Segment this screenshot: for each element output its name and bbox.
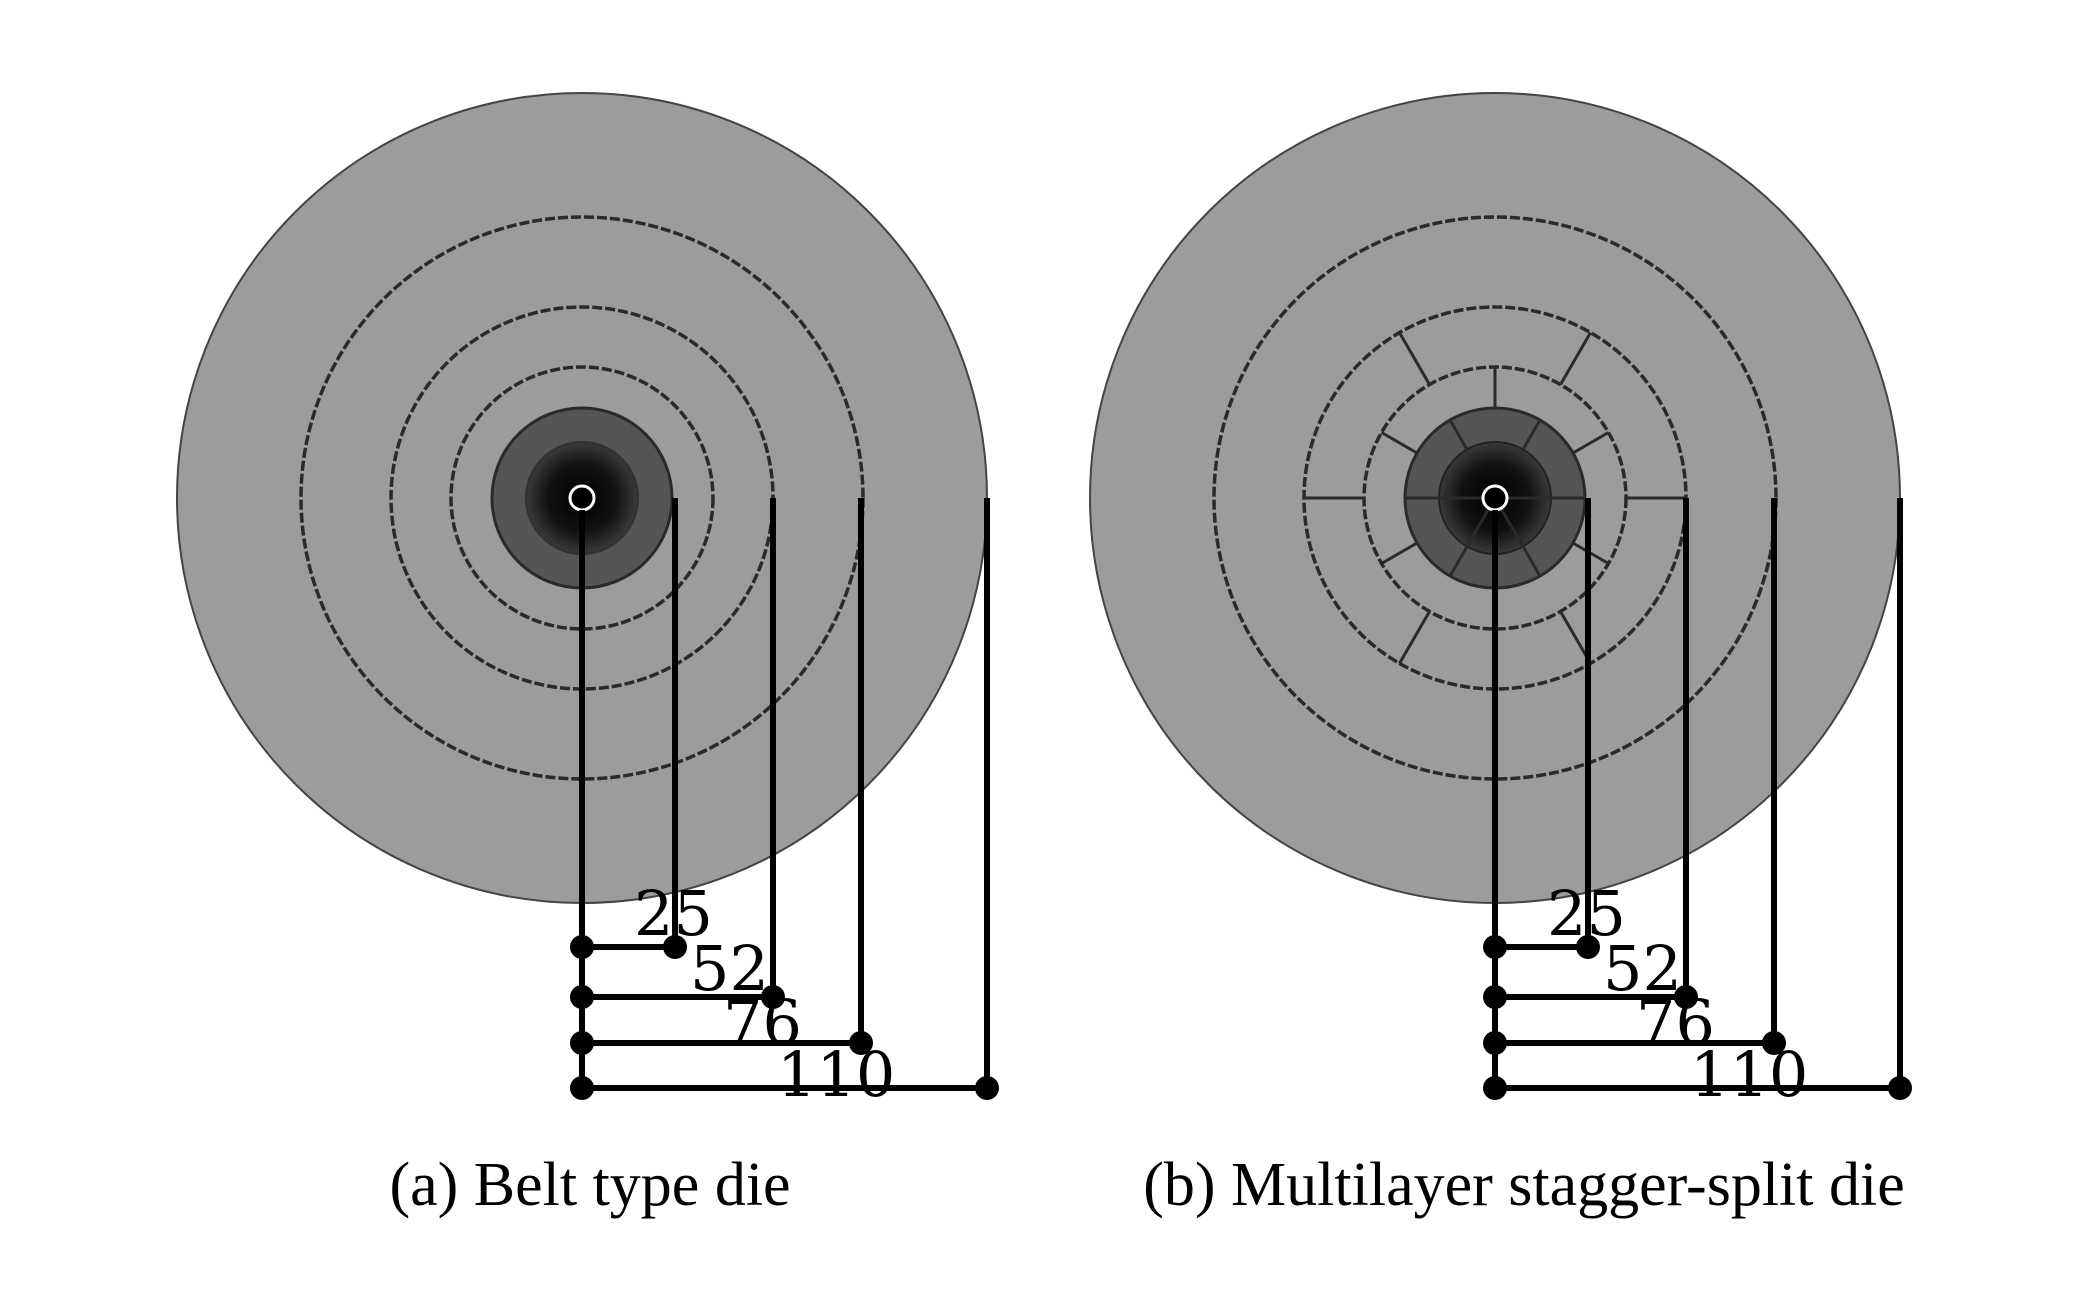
dimension-label: 110 xyxy=(1690,1038,1808,1111)
split-spoke xyxy=(1380,541,1418,565)
split-spoke xyxy=(1521,545,1542,577)
dimension-endpoint xyxy=(849,1031,873,1055)
split-spoke xyxy=(1380,431,1418,455)
split-spoke xyxy=(1499,507,1525,548)
dimension-label: 52 xyxy=(1603,932,1682,1005)
dimension-endpoint xyxy=(570,985,594,1009)
dimension-label: 25 xyxy=(634,877,713,950)
dimension-endpoint xyxy=(663,935,687,959)
dimension-endpoint xyxy=(1888,1076,1912,1100)
dimension-label: 110 xyxy=(777,1038,895,1111)
panel-caption: (b) Multilayer stagger-split die xyxy=(1143,1151,1905,1219)
dimension-endpoint xyxy=(761,985,785,1009)
die-ring xyxy=(449,365,715,631)
dimension-endpoint xyxy=(1483,935,1507,959)
dimension-endpoint xyxy=(1483,1031,1507,1055)
dimension-label: 25 xyxy=(1547,877,1626,950)
split-spoke xyxy=(1398,610,1431,665)
dimension-endpoint xyxy=(1483,1076,1507,1100)
split-spoke xyxy=(1465,507,1491,548)
panel-caption: (a) Belt type die xyxy=(389,1151,790,1219)
split-spoke xyxy=(1398,331,1431,386)
split-spoke xyxy=(1521,419,1542,451)
dimension-label: 52 xyxy=(690,932,769,1005)
dimension-endpoint xyxy=(1576,935,1600,959)
center-hole xyxy=(568,484,596,512)
split-spoke xyxy=(1448,419,1469,451)
split-spoke xyxy=(1559,331,1592,386)
split-spoke xyxy=(1572,431,1610,455)
dimension-endpoint xyxy=(570,1031,594,1055)
dimension-label: 76 xyxy=(1636,986,1715,1059)
dimension-endpoint xyxy=(570,1076,594,1100)
dimension-endpoint xyxy=(570,935,594,959)
dimension-label: 76 xyxy=(723,986,802,1059)
dimension-endpoint xyxy=(1674,985,1698,1009)
dimension-endpoint xyxy=(1483,985,1507,1009)
dimension-endpoint xyxy=(1762,1031,1786,1055)
center-hole xyxy=(1481,484,1509,512)
split-spoke xyxy=(1448,545,1469,577)
dimension-endpoint xyxy=(975,1076,999,1100)
